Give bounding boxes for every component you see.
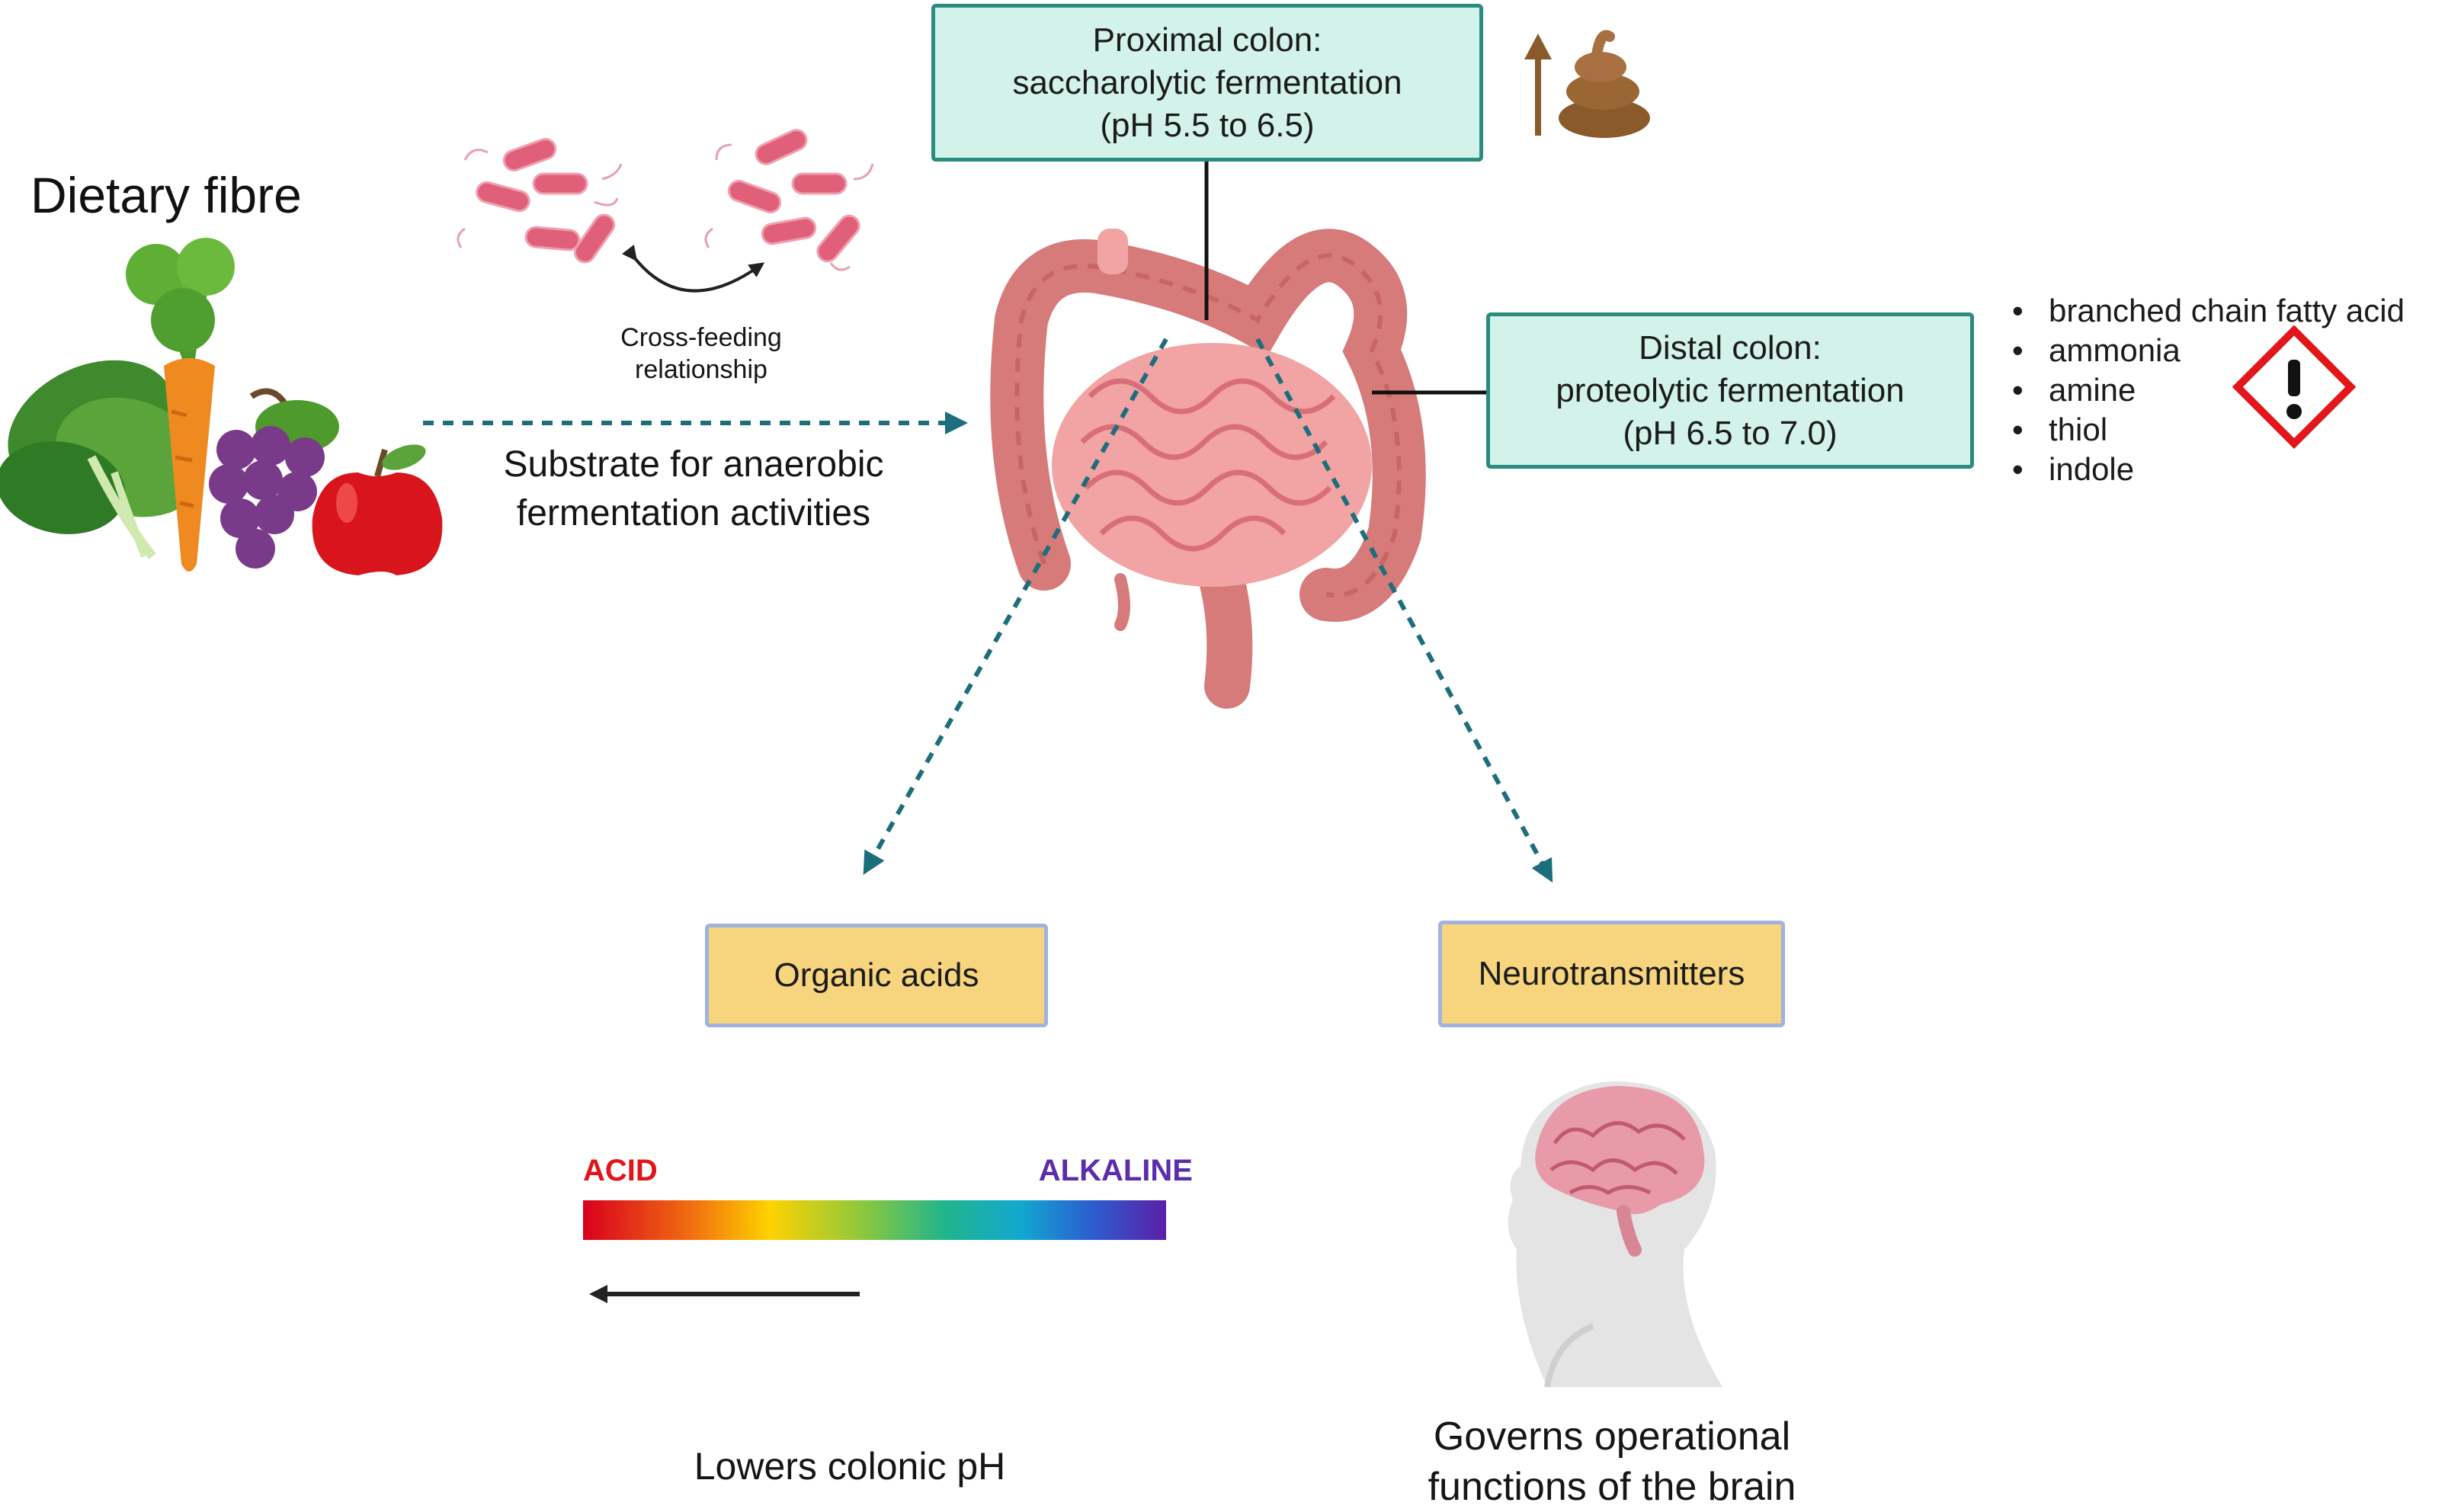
list-item: amine	[2012, 370, 2405, 410]
proximal-line-1: Proximal colon:	[1092, 21, 1322, 59]
distal-line-1: Distal colon:	[1639, 328, 1822, 367]
cross-feeding-line-2: relationship	[635, 355, 767, 384]
distal-line-3: (pH 6.5 to 7.0)	[1623, 414, 1838, 452]
substrate-line-1: Substrate for anaerobic	[503, 444, 884, 485]
proximal-colon-box: Proximal colon: saccharolytic fermentati…	[931, 4, 1483, 162]
stool-icon	[1559, 30, 1650, 138]
list-item: branched chain fatty acid	[2012, 291, 2405, 331]
ph-gradient-bar	[583, 1200, 1166, 1240]
lowers-ph-label: Lowers colonic pH	[694, 1445, 1006, 1488]
bacteria-icon	[476, 129, 860, 264]
cross-feeding-line-1: Cross-feeding	[620, 323, 782, 352]
brain-label: Governs operational functions of the bra…	[1334, 1411, 1890, 1512]
organic-acids-box: Organic acids	[705, 924, 1048, 1027]
distal-line-2: proteolytic fermentation	[1556, 371, 1905, 409]
brain-head-icon	[1508, 1081, 1722, 1388]
intestine-icon	[990, 229, 1426, 709]
list-item: thiol	[2012, 410, 2405, 450]
acid-label: ACID	[583, 1154, 658, 1187]
cross-feeding-arrow-icon	[621, 244, 765, 293]
cross-feeding-label: Cross-feeding relationship	[549, 322, 854, 386]
page-title: Dietary fibre	[30, 167, 302, 223]
neurotransmitters-box: Neurotransmitters	[1438, 921, 1785, 1027]
substrate-line-2: fermentation activities	[516, 493, 871, 533]
vegetables-fruit-icon	[0, 238, 443, 575]
up-arrow-icon	[1524, 34, 1552, 136]
substrate-label: Substrate for anaerobic fermentation act…	[427, 440, 960, 538]
list-item: indole	[2012, 450, 2405, 489]
proximal-line-3: (pH 5.5 to 6.5)	[1100, 106, 1315, 144]
brain-line-1: Governs operational	[1433, 1414, 1791, 1459]
alkaline-label: ALKALINE	[1038, 1154, 1193, 1187]
brain-line-2: functions of the brain	[1428, 1465, 1796, 1509]
distal-colon-box: Distal colon: proteolytic fermentation (…	[1486, 312, 1974, 469]
list-item: ammonia	[2012, 331, 2405, 370]
proximal-line-2: saccharolytic fermentation	[1012, 63, 1402, 101]
distal-products-list: branched chain fatty acid ammonia amine …	[2012, 291, 2405, 489]
